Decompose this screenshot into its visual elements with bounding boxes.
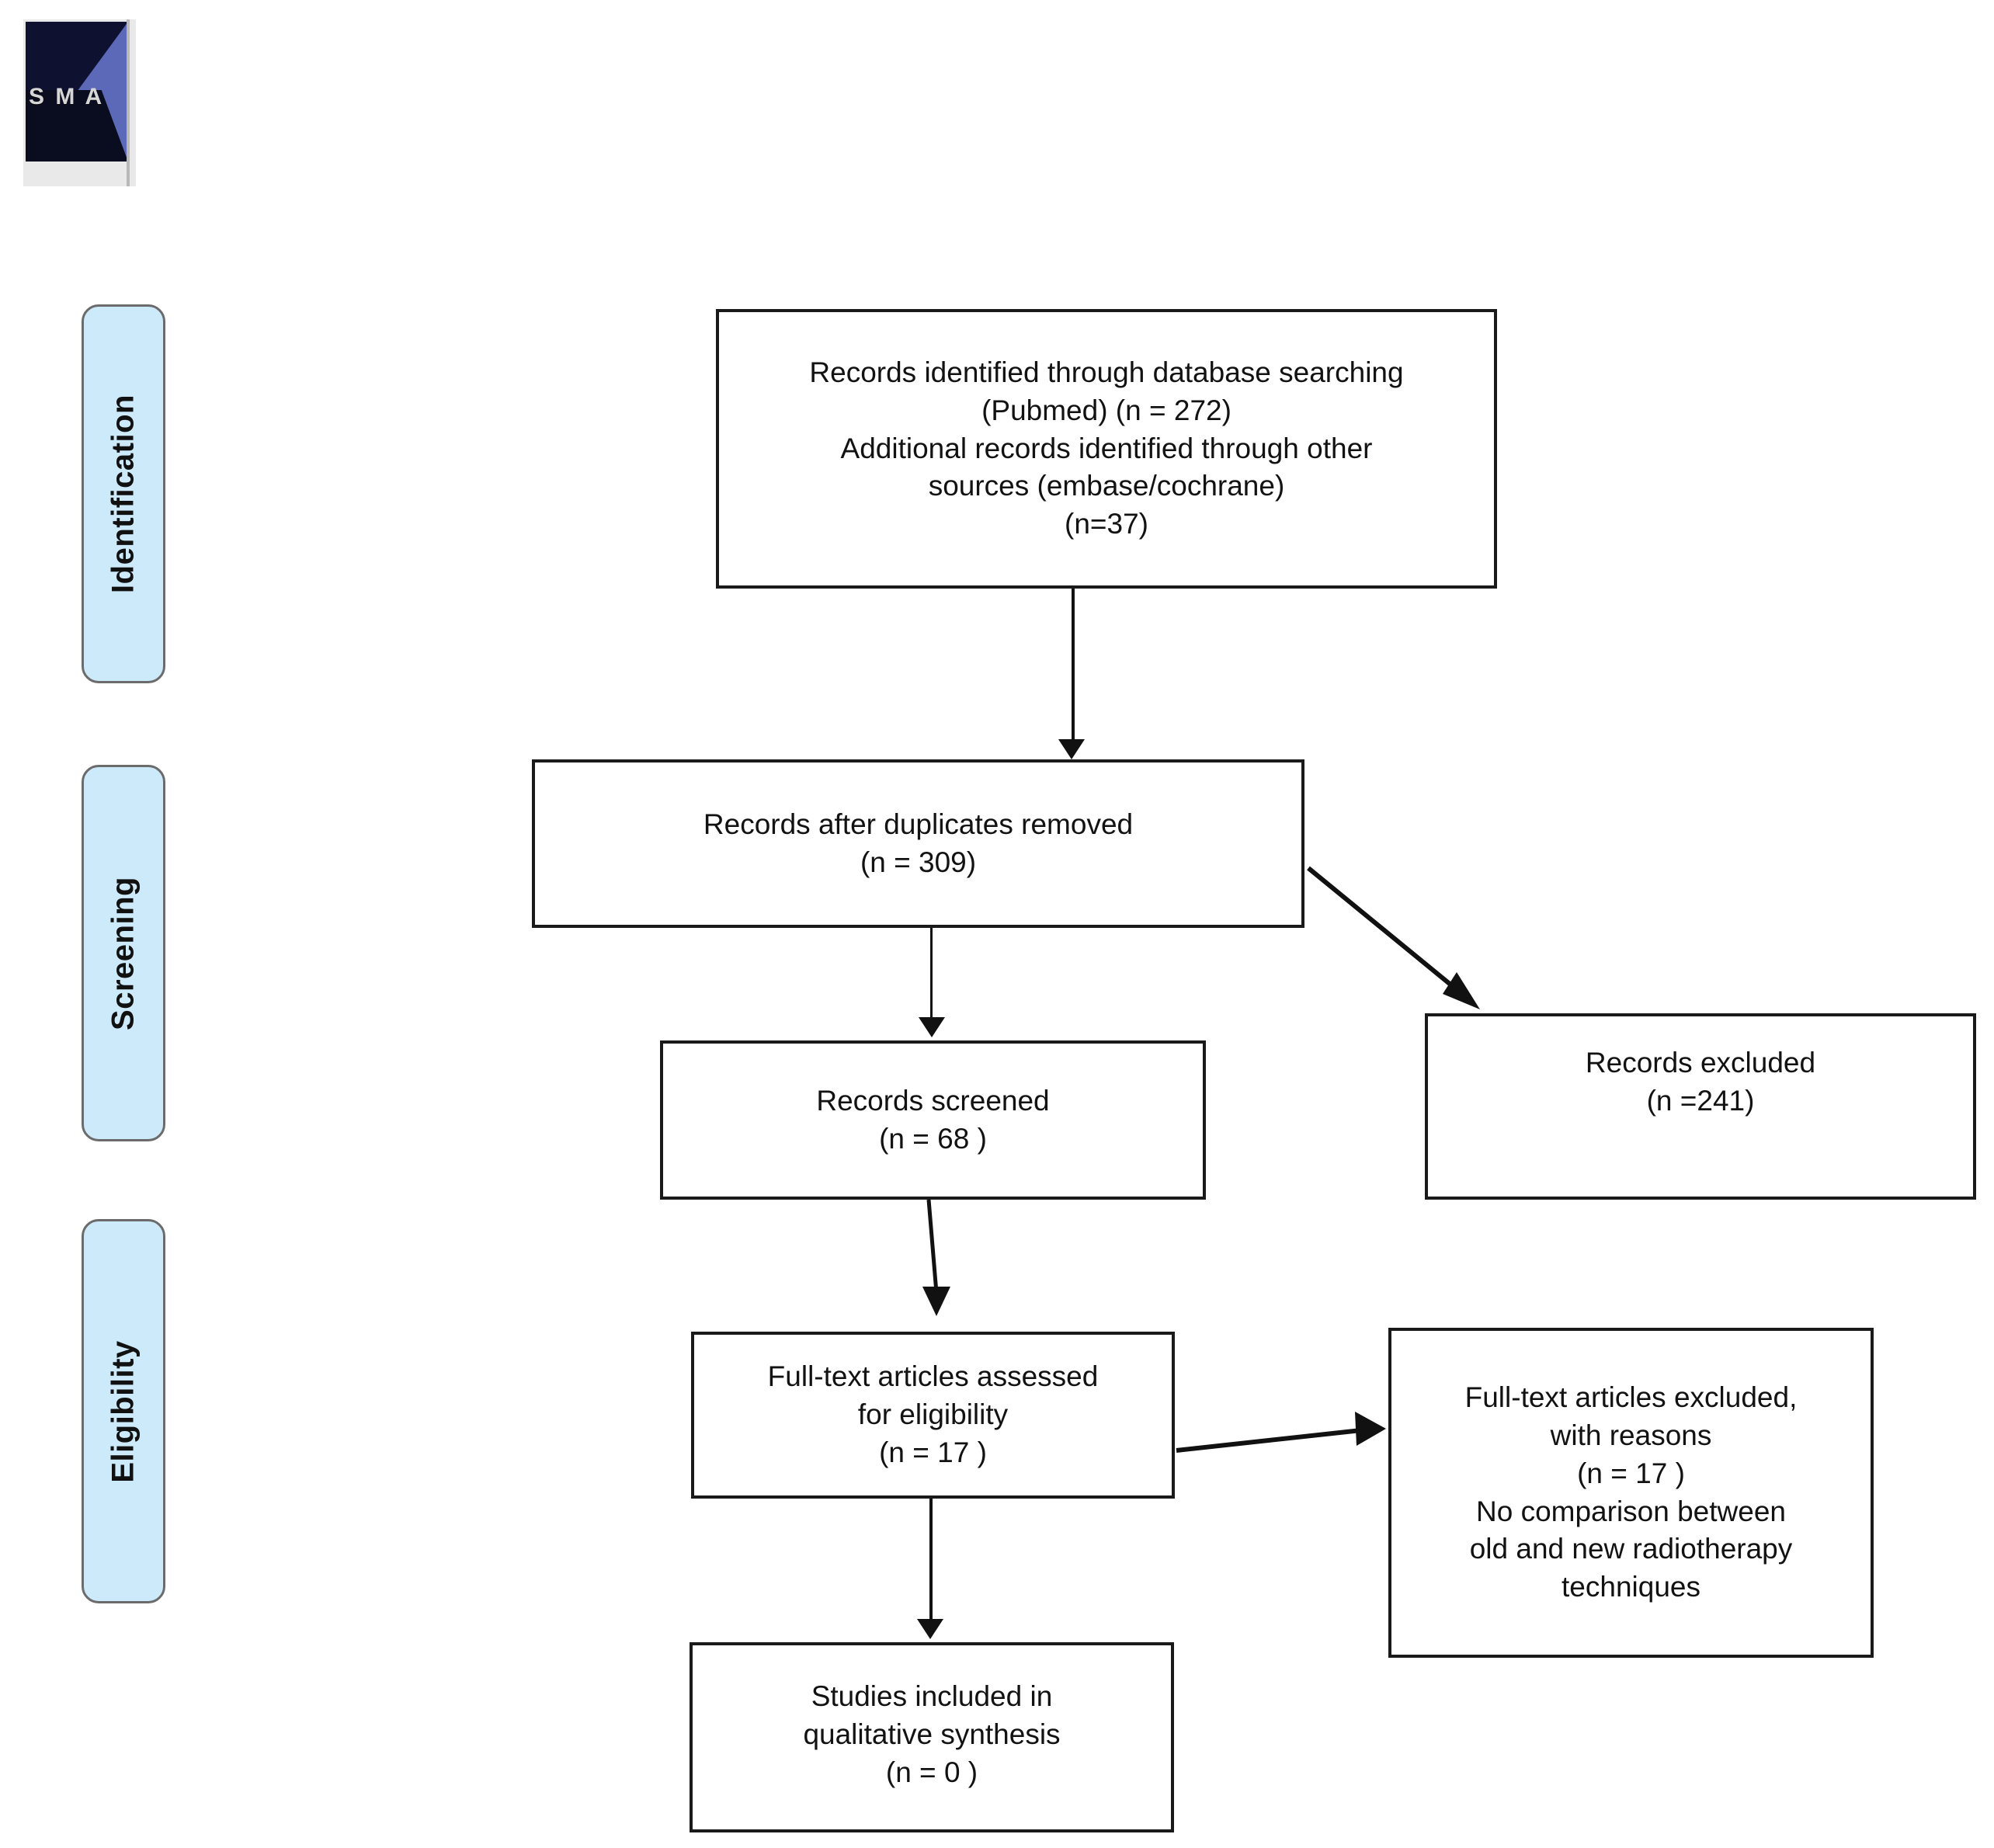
connector-fulltext-to-excluded <box>1176 1412 1386 1453</box>
stage-screening-label: Screening <box>106 876 141 1030</box>
connector-fulltext-to-excluded-arrowhead <box>1355 1412 1386 1446</box>
box-records-identified: Records identified through database sear… <box>716 309 1497 589</box>
connector-identified-to-duplicates-line <box>1072 589 1075 741</box>
records-screened-line-2: (n = 68 ) <box>879 1122 987 1155</box>
box-full-text-articles-excluded: Full-text articles excluded, with reason… <box>1388 1328 1874 1658</box>
connector-fulltext-to-excluded-line <box>1176 1428 1362 1453</box>
stage-identification-label: Identification <box>106 394 141 593</box>
connector-identified-to-duplicates-arrowhead <box>1058 739 1085 759</box>
fulltext-excluded-line-5: old and new radiotherapy <box>1469 1533 1793 1565</box>
connector-screened-to-fulltext <box>922 1199 950 1316</box>
studies-included-line-2: qualitative synthesis <box>803 1718 1061 1750</box>
fulltext-excluded-line-4: No comparison between <box>1476 1495 1786 1527</box>
connector-duplicates-to-screened-arrowhead <box>919 1017 945 1037</box>
stage-screening: Screening <box>82 765 165 1141</box>
connector-duplicates-to-excluded <box>1307 866 1480 1009</box>
fulltext-excluded-line-2: with reasons <box>1550 1419 1712 1451</box>
duplicates-removed-line-1: Records after duplicates removed <box>703 808 1134 840</box>
fulltext-excluded-line-1: Full-text articles excluded, <box>1464 1381 1798 1414</box>
fulltext-assessed-line-2: for eligibility <box>857 1398 1009 1431</box>
connector-fulltext-to-included-arrowhead <box>917 1619 943 1639</box>
prisma-logo-graphic: S M A <box>26 22 128 162</box>
stage-identification: Identification <box>82 304 165 683</box>
stage-eligibility-label: Eligibility <box>106 1339 141 1483</box>
records-excluded-line-1: Records excluded <box>1585 1047 1816 1079</box>
records-identified-line-3: Additional records identified through ot… <box>840 432 1373 464</box>
connector-fulltext-to-included-line <box>929 1499 933 1621</box>
fulltext-assessed-line-3: (n = 17 ) <box>879 1436 987 1468</box>
connector-screened-to-fulltext-arrowhead <box>922 1287 950 1316</box>
box-full-text-articles-assessed: Full-text articles assessed for eligibil… <box>691 1332 1175 1499</box>
records-identified-line-2: (Pubmed) (n = 272) <box>981 394 1231 426</box>
prisma-logo-edge <box>127 19 130 186</box>
records-identified-line-1: Records identified through database sear… <box>809 356 1404 388</box>
prisma-logo: S M A <box>23 19 136 186</box>
stage-eligibility: Eligibility <box>82 1219 165 1603</box>
records-identified-line-4: sources (embase/cochrane) <box>928 470 1285 502</box>
records-screened-line-1: Records screened <box>816 1084 1050 1117</box>
fulltext-excluded-line-6: techniques <box>1562 1571 1700 1603</box>
box-studies-included: Studies included in qualitative synthesi… <box>690 1642 1174 1832</box>
duplicates-removed-line-2: (n = 309) <box>860 846 977 878</box>
connector-duplicates-to-screened-line <box>930 928 933 1020</box>
box-records-screened: Records screened (n = 68 ) <box>660 1040 1206 1200</box>
records-excluded-line-2: (n =241) <box>1646 1084 1755 1117</box>
box-records-excluded: Records excluded (n =241) <box>1425 1013 1976 1200</box>
prisma-logo-text: S M A <box>29 84 105 109</box>
connector-duplicates-to-excluded-arrowhead <box>1443 972 1480 1009</box>
studies-included-line-1: Studies included in <box>811 1680 1053 1712</box>
connector-duplicates-to-excluded-line <box>1307 866 1473 1004</box>
studies-included-line-3: (n = 0 ) <box>885 1756 978 1788</box>
box-records-after-duplicates-removed: Records after duplicates removed (n = 30… <box>532 759 1304 928</box>
records-identified-line-5: (n=37) <box>1065 508 1148 540</box>
connector-screened-to-fulltext-line <box>926 1199 939 1294</box>
fulltext-excluded-line-3: (n = 17 ) <box>1577 1457 1685 1489</box>
fulltext-assessed-line-1: Full-text articles assessed <box>767 1360 1099 1393</box>
